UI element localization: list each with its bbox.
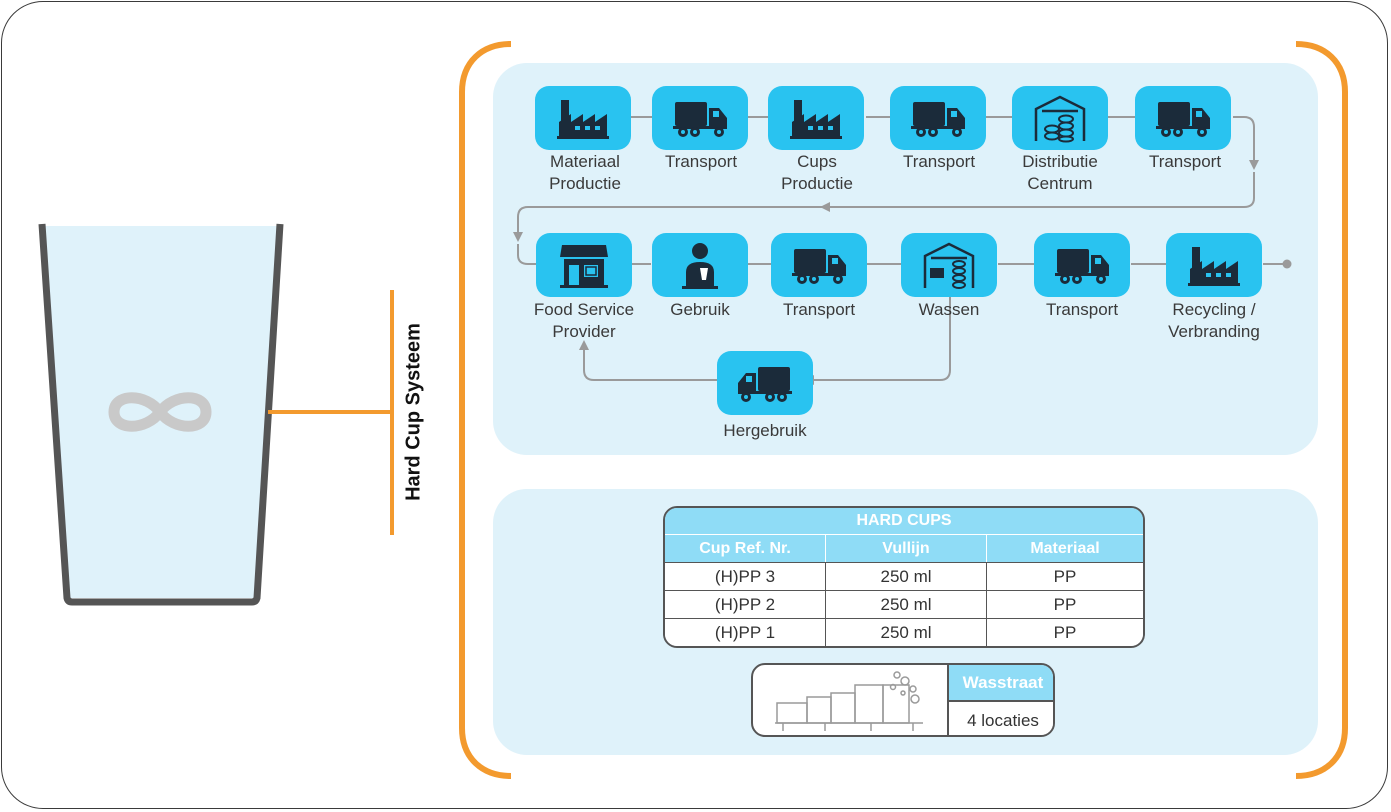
person-icon: [652, 233, 748, 297]
truck-icon: [1034, 233, 1130, 297]
left-bracket: [459, 41, 512, 779]
wash-line-box: Wasstraat 4 locaties: [751, 663, 1055, 737]
column-header: Materiaal: [986, 534, 1143, 562]
table-cell: 250 ml: [825, 590, 986, 618]
step-label: Transport: [1148, 152, 1222, 171]
column-header: Cup Ref. Nr.: [665, 534, 825, 562]
step-label: Gebruik: [670, 300, 730, 319]
factory-icon: [535, 86, 631, 150]
step-label: Transport: [782, 300, 856, 319]
truck-icon: [771, 233, 867, 297]
step-label: Wassen: [918, 300, 980, 319]
wash-line-value: 4 locaties: [947, 700, 1053, 735]
cup-outline: [38, 223, 284, 606]
table-title: HARD CUPS: [665, 508, 1143, 534]
step-label: Distributie Centrum: [1022, 152, 1098, 193]
step-label: Transport: [902, 152, 976, 171]
factory-icon: [768, 86, 864, 150]
table-cell: (H)PP 2: [665, 590, 825, 618]
wash-line-title: Wasstraat: [947, 665, 1053, 700]
truck-icon: [717, 351, 813, 415]
step-label: Transport: [664, 152, 738, 171]
reuse-label: Hergebruik: [723, 421, 807, 440]
truck-icon: [1135, 86, 1231, 150]
right-bracket: [1295, 41, 1348, 779]
step-label: Recycling / Verbranding: [1168, 300, 1260, 341]
washing-facility-icon: [901, 233, 997, 297]
table-cell: (H)PP 1: [665, 618, 825, 646]
truck-icon: [890, 86, 986, 150]
table-cell: 250 ml: [825, 618, 986, 646]
step-label: Transport: [1045, 300, 1119, 319]
hard-cups-table: HARD CUPS Cup Ref. Nr. Vullijn Materiaal…: [663, 506, 1145, 648]
factory-icon: [1166, 233, 1262, 297]
table-cell: 250 ml: [825, 562, 986, 590]
table-cell: PP: [986, 618, 1143, 646]
table-row: (H)PP 1 250 ml PP: [665, 618, 1143, 646]
shop-icon: [536, 233, 632, 297]
column-header: Vullijn: [825, 534, 986, 562]
step-label: Cups Productie: [781, 152, 853, 193]
washing-machine-icon: [775, 671, 923, 731]
step-label: Materiaal Productie: [549, 152, 621, 193]
infinity-icon: [108, 392, 212, 432]
system-title: Hard Cup Systeem: [402, 323, 425, 501]
step-label: Food Service Provider: [533, 300, 635, 341]
table-cell: PP: [986, 590, 1143, 618]
table-cell: (H)PP 3: [665, 562, 825, 590]
warehouse-icon: [1012, 86, 1108, 150]
table-row: (H)PP 3 250 ml PP: [665, 562, 1143, 590]
truck-icon: [652, 86, 748, 150]
table-cell: PP: [986, 562, 1143, 590]
table-row: (H)PP 2 250 ml PP: [665, 590, 1143, 618]
